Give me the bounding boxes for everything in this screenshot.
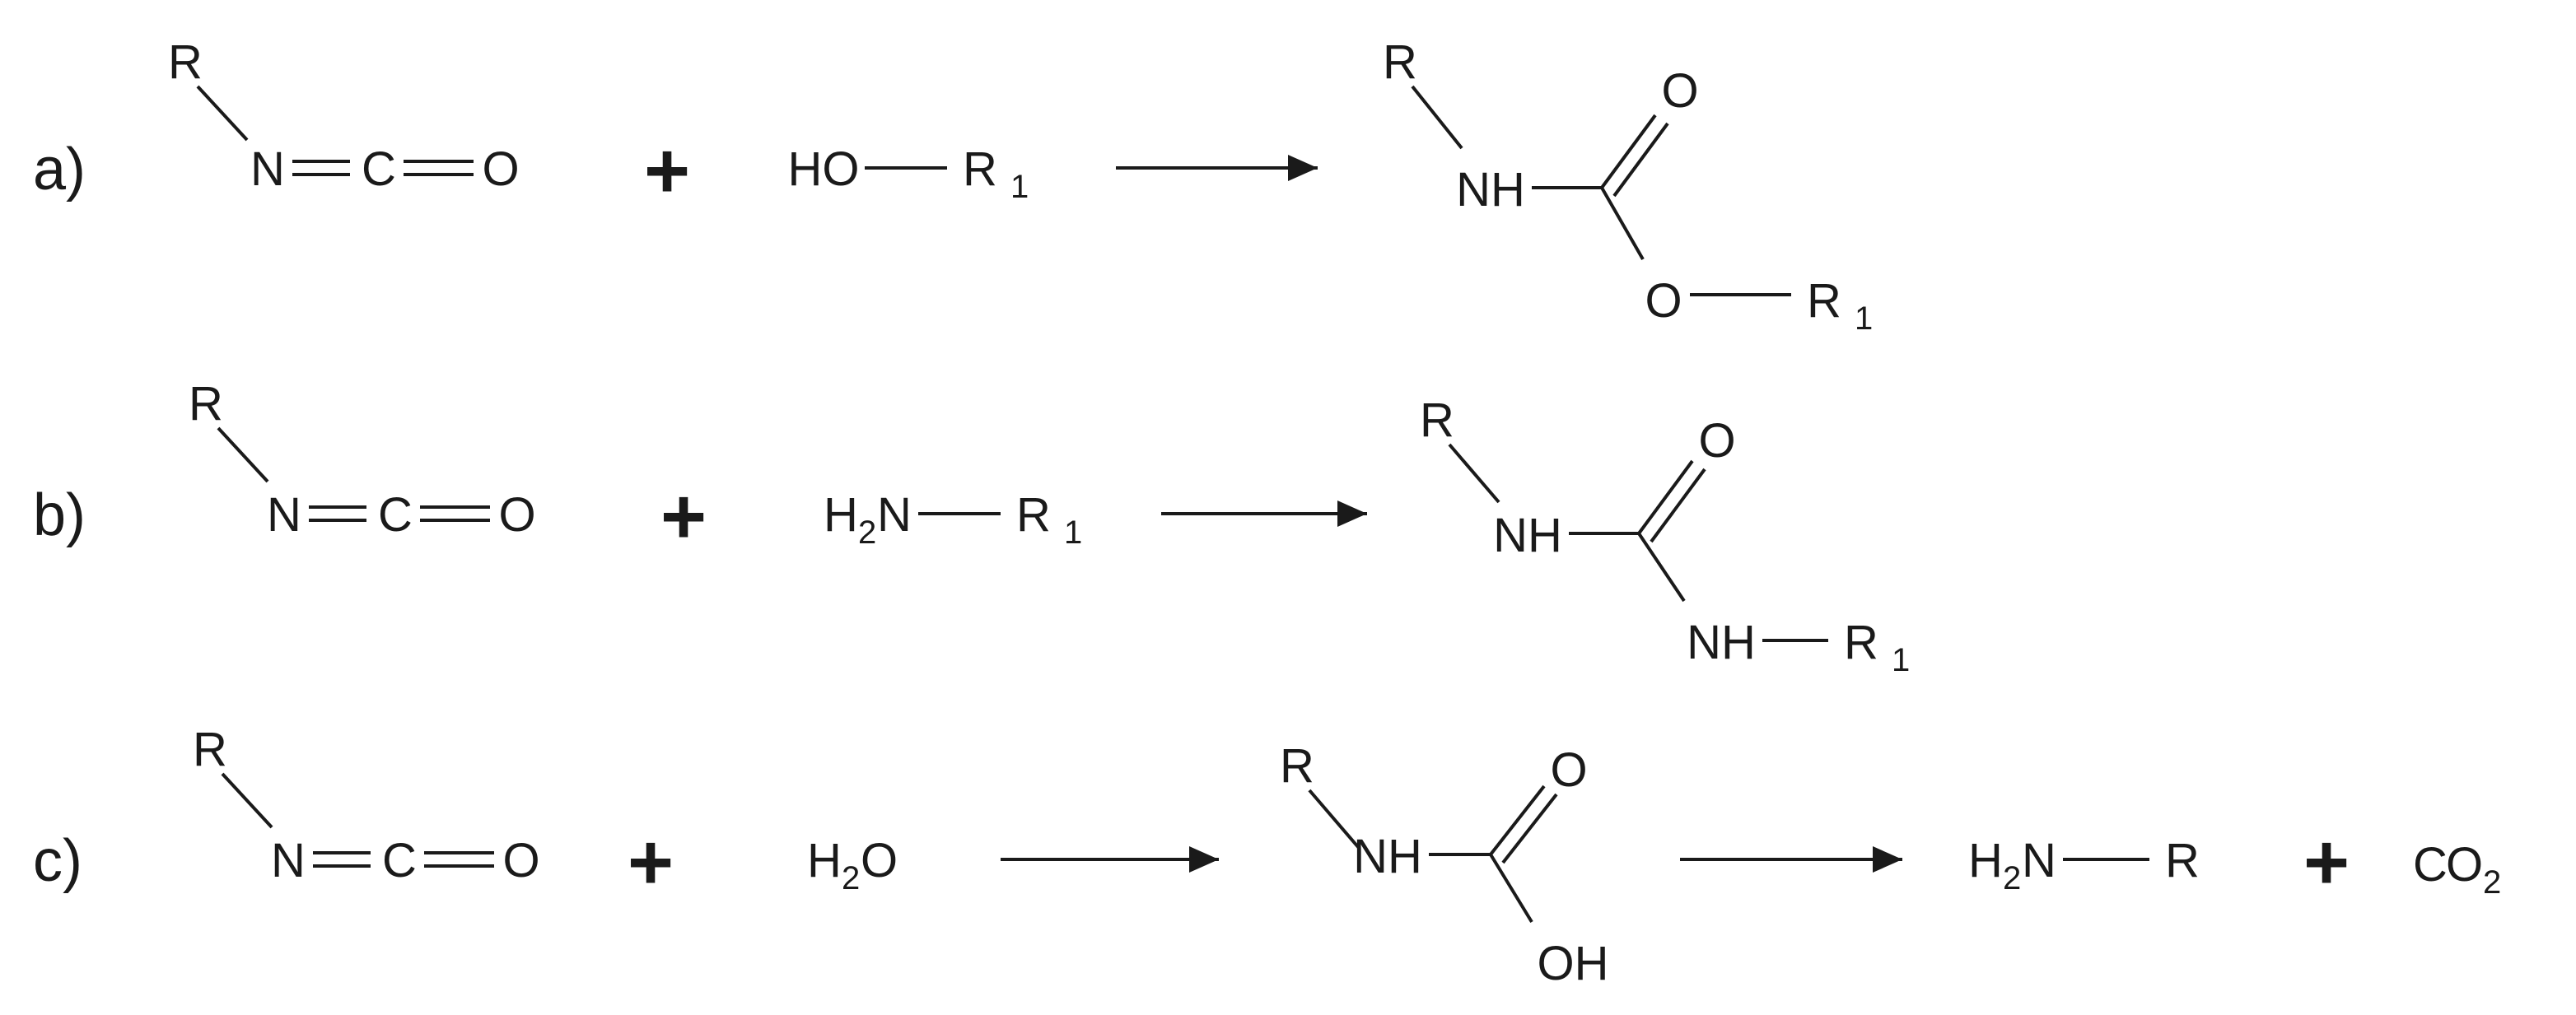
subscript-2: 2 bbox=[842, 860, 860, 896]
reaction-c: c) R N C O + H 2 O R NH bbox=[33, 723, 2501, 990]
bond-c-n bbox=[1637, 532, 1686, 603]
atom-n: N bbox=[2022, 834, 2056, 887]
atom-c: C bbox=[362, 142, 396, 196]
atom-o: O bbox=[2446, 838, 2483, 892]
atom-nh: NH bbox=[1493, 509, 1562, 562]
atom-c: C bbox=[2413, 838, 2448, 892]
atom-o: O bbox=[482, 142, 519, 196]
atom-ho: HO bbox=[788, 142, 860, 196]
label-a: a) bbox=[33, 137, 86, 203]
plus-sign: + bbox=[628, 818, 674, 906]
bond-c-o-single bbox=[1600, 187, 1645, 260]
atom-c: C bbox=[382, 834, 417, 887]
atom-nh: NH bbox=[1687, 616, 1756, 669]
urea-product: R NH O NH R 1 bbox=[1420, 393, 1910, 678]
atom-r: R bbox=[189, 377, 223, 431]
bond-c-o-double-2 bbox=[1501, 793, 1558, 864]
bond-r-n bbox=[1411, 85, 1463, 150]
atom-oh: OH bbox=[1538, 937, 1609, 990]
subscript-2: 2 bbox=[2003, 860, 2021, 896]
atom-r: R bbox=[1807, 274, 1841, 328]
atom-o: O bbox=[861, 834, 898, 887]
atom-r: R bbox=[1383, 35, 1417, 89]
bond-r-n bbox=[1448, 443, 1500, 504]
subscript-2: 2 bbox=[2483, 864, 2501, 901]
atom-h: H bbox=[824, 488, 858, 542]
atom-r: R bbox=[193, 723, 227, 776]
subscript-2: 2 bbox=[858, 514, 876, 551]
bond-r-n bbox=[221, 772, 273, 829]
atom-r: R bbox=[168, 35, 203, 89]
reaction-a: a) R N C O + HO R 1 R NH bbox=[33, 35, 1873, 337]
atom-h: H bbox=[1968, 834, 2003, 887]
bond-r-n bbox=[196, 85, 249, 142]
subscript-1: 1 bbox=[1064, 514, 1082, 551]
carbamic-acid-intermediate: R NH O OH bbox=[1280, 739, 1608, 990]
atom-o: O bbox=[1698, 414, 1735, 468]
water-reagent: H 2 O bbox=[807, 834, 898, 896]
atom-o: O bbox=[1661, 64, 1698, 118]
atom-c: C bbox=[378, 488, 413, 542]
bond-c-o-double-1 bbox=[1637, 459, 1694, 535]
amine-reagent: H 2 N R 1 bbox=[824, 488, 1082, 551]
atom-h: H bbox=[807, 834, 842, 887]
atom-nh: NH bbox=[1456, 163, 1525, 217]
atom-r: R bbox=[2165, 834, 2200, 887]
bond-c-oh bbox=[1489, 853, 1533, 924]
isocyanate-b: R N C O bbox=[189, 377, 536, 542]
label-b: b) bbox=[33, 482, 86, 548]
atom-r: R bbox=[1844, 616, 1878, 669]
alcohol-reagent: HO R 1 bbox=[788, 142, 1029, 205]
atom-o: O bbox=[1550, 743, 1587, 797]
atom-r: R bbox=[1280, 739, 1314, 793]
atom-r: R bbox=[1016, 488, 1051, 542]
atom-n: N bbox=[267, 488, 301, 542]
atom-n: N bbox=[877, 488, 912, 542]
atom-r: R bbox=[1420, 393, 1454, 447]
atom-o: O bbox=[498, 488, 535, 542]
atom-o: O bbox=[1645, 274, 1682, 328]
atom-o: O bbox=[502, 834, 539, 887]
plus-sign: + bbox=[644, 127, 690, 215]
amine-product: H 2 N R bbox=[1968, 834, 2200, 896]
bond-c-o-double-2 bbox=[1650, 468, 1706, 543]
urethane-product: R NH O O R 1 bbox=[1383, 35, 1873, 337]
isocyanate-a: R N C O bbox=[168, 35, 520, 196]
plus-sign: + bbox=[660, 473, 707, 561]
bond-c-o-double-2 bbox=[1612, 122, 1669, 198]
atom-nh: NH bbox=[1353, 830, 1422, 883]
bond-r-n bbox=[1308, 789, 1360, 850]
plus-sign: + bbox=[2303, 818, 2350, 906]
subscript-1: 1 bbox=[1892, 642, 1910, 678]
subscript-1: 1 bbox=[1855, 300, 1873, 337]
atom-n: N bbox=[271, 834, 306, 887]
bond-c-o-double-1 bbox=[1489, 785, 1546, 856]
carbon-dioxide-product: C O 2 bbox=[2413, 838, 2501, 901]
label-c: c) bbox=[33, 828, 82, 894]
bond-c-o-double-1 bbox=[1600, 114, 1657, 189]
bond-r-n bbox=[217, 426, 269, 483]
isocyanate-c: R N C O bbox=[193, 723, 540, 887]
atom-r: R bbox=[963, 142, 997, 196]
subscript-1: 1 bbox=[1010, 169, 1029, 205]
reaction-b: b) R N C O + H 2 N R 1 R NH bbox=[33, 377, 1910, 678]
atom-n: N bbox=[250, 142, 285, 196]
